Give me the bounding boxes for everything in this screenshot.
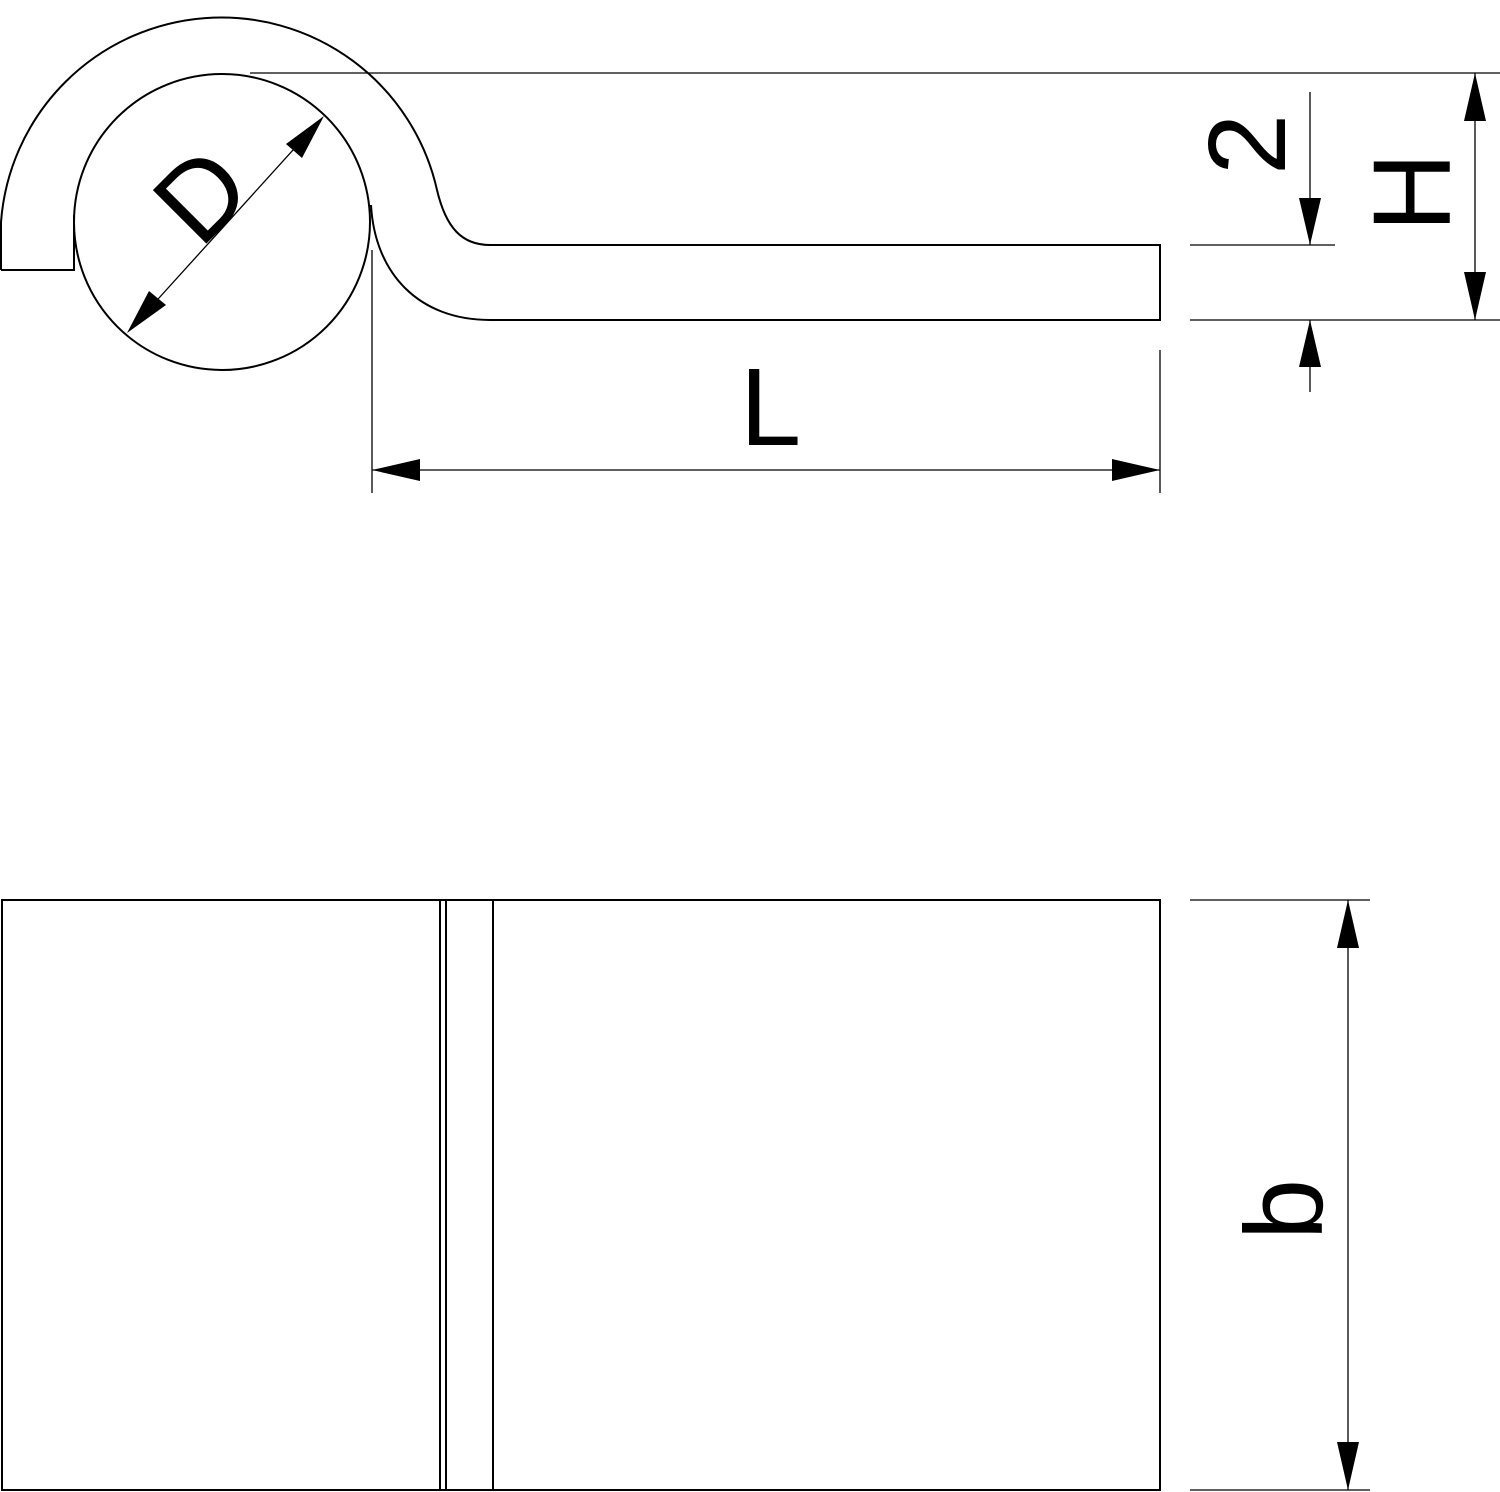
length-label: L (740, 346, 801, 469)
height-label: H (1351, 153, 1474, 232)
width-label: b (1223, 1179, 1346, 1240)
arrowhead (286, 116, 324, 158)
arrowhead (372, 459, 420, 481)
arrowhead (1299, 320, 1321, 367)
arrowhead (1337, 1442, 1359, 1490)
clip-profile-outline (0, 16, 1161, 321)
arrowhead (1112, 459, 1160, 481)
arrowhead (1299, 198, 1321, 245)
arrowhead (1464, 272, 1486, 320)
arrowhead (127, 291, 166, 333)
diameter-label: D (130, 124, 273, 267)
clip-front-outline (1, 899, 1161, 1491)
clip-tab-end (1, 215, 75, 271)
pipe-circle (73, 73, 371, 371)
front-view: b (1, 899, 1370, 1491)
thickness-label: 2 (1186, 114, 1309, 175)
arrowhead (1337, 900, 1359, 948)
arrowhead (1464, 73, 1486, 121)
side-view: D L 2 H (0, 16, 1500, 493)
diameter-dimension-line (129, 117, 323, 331)
